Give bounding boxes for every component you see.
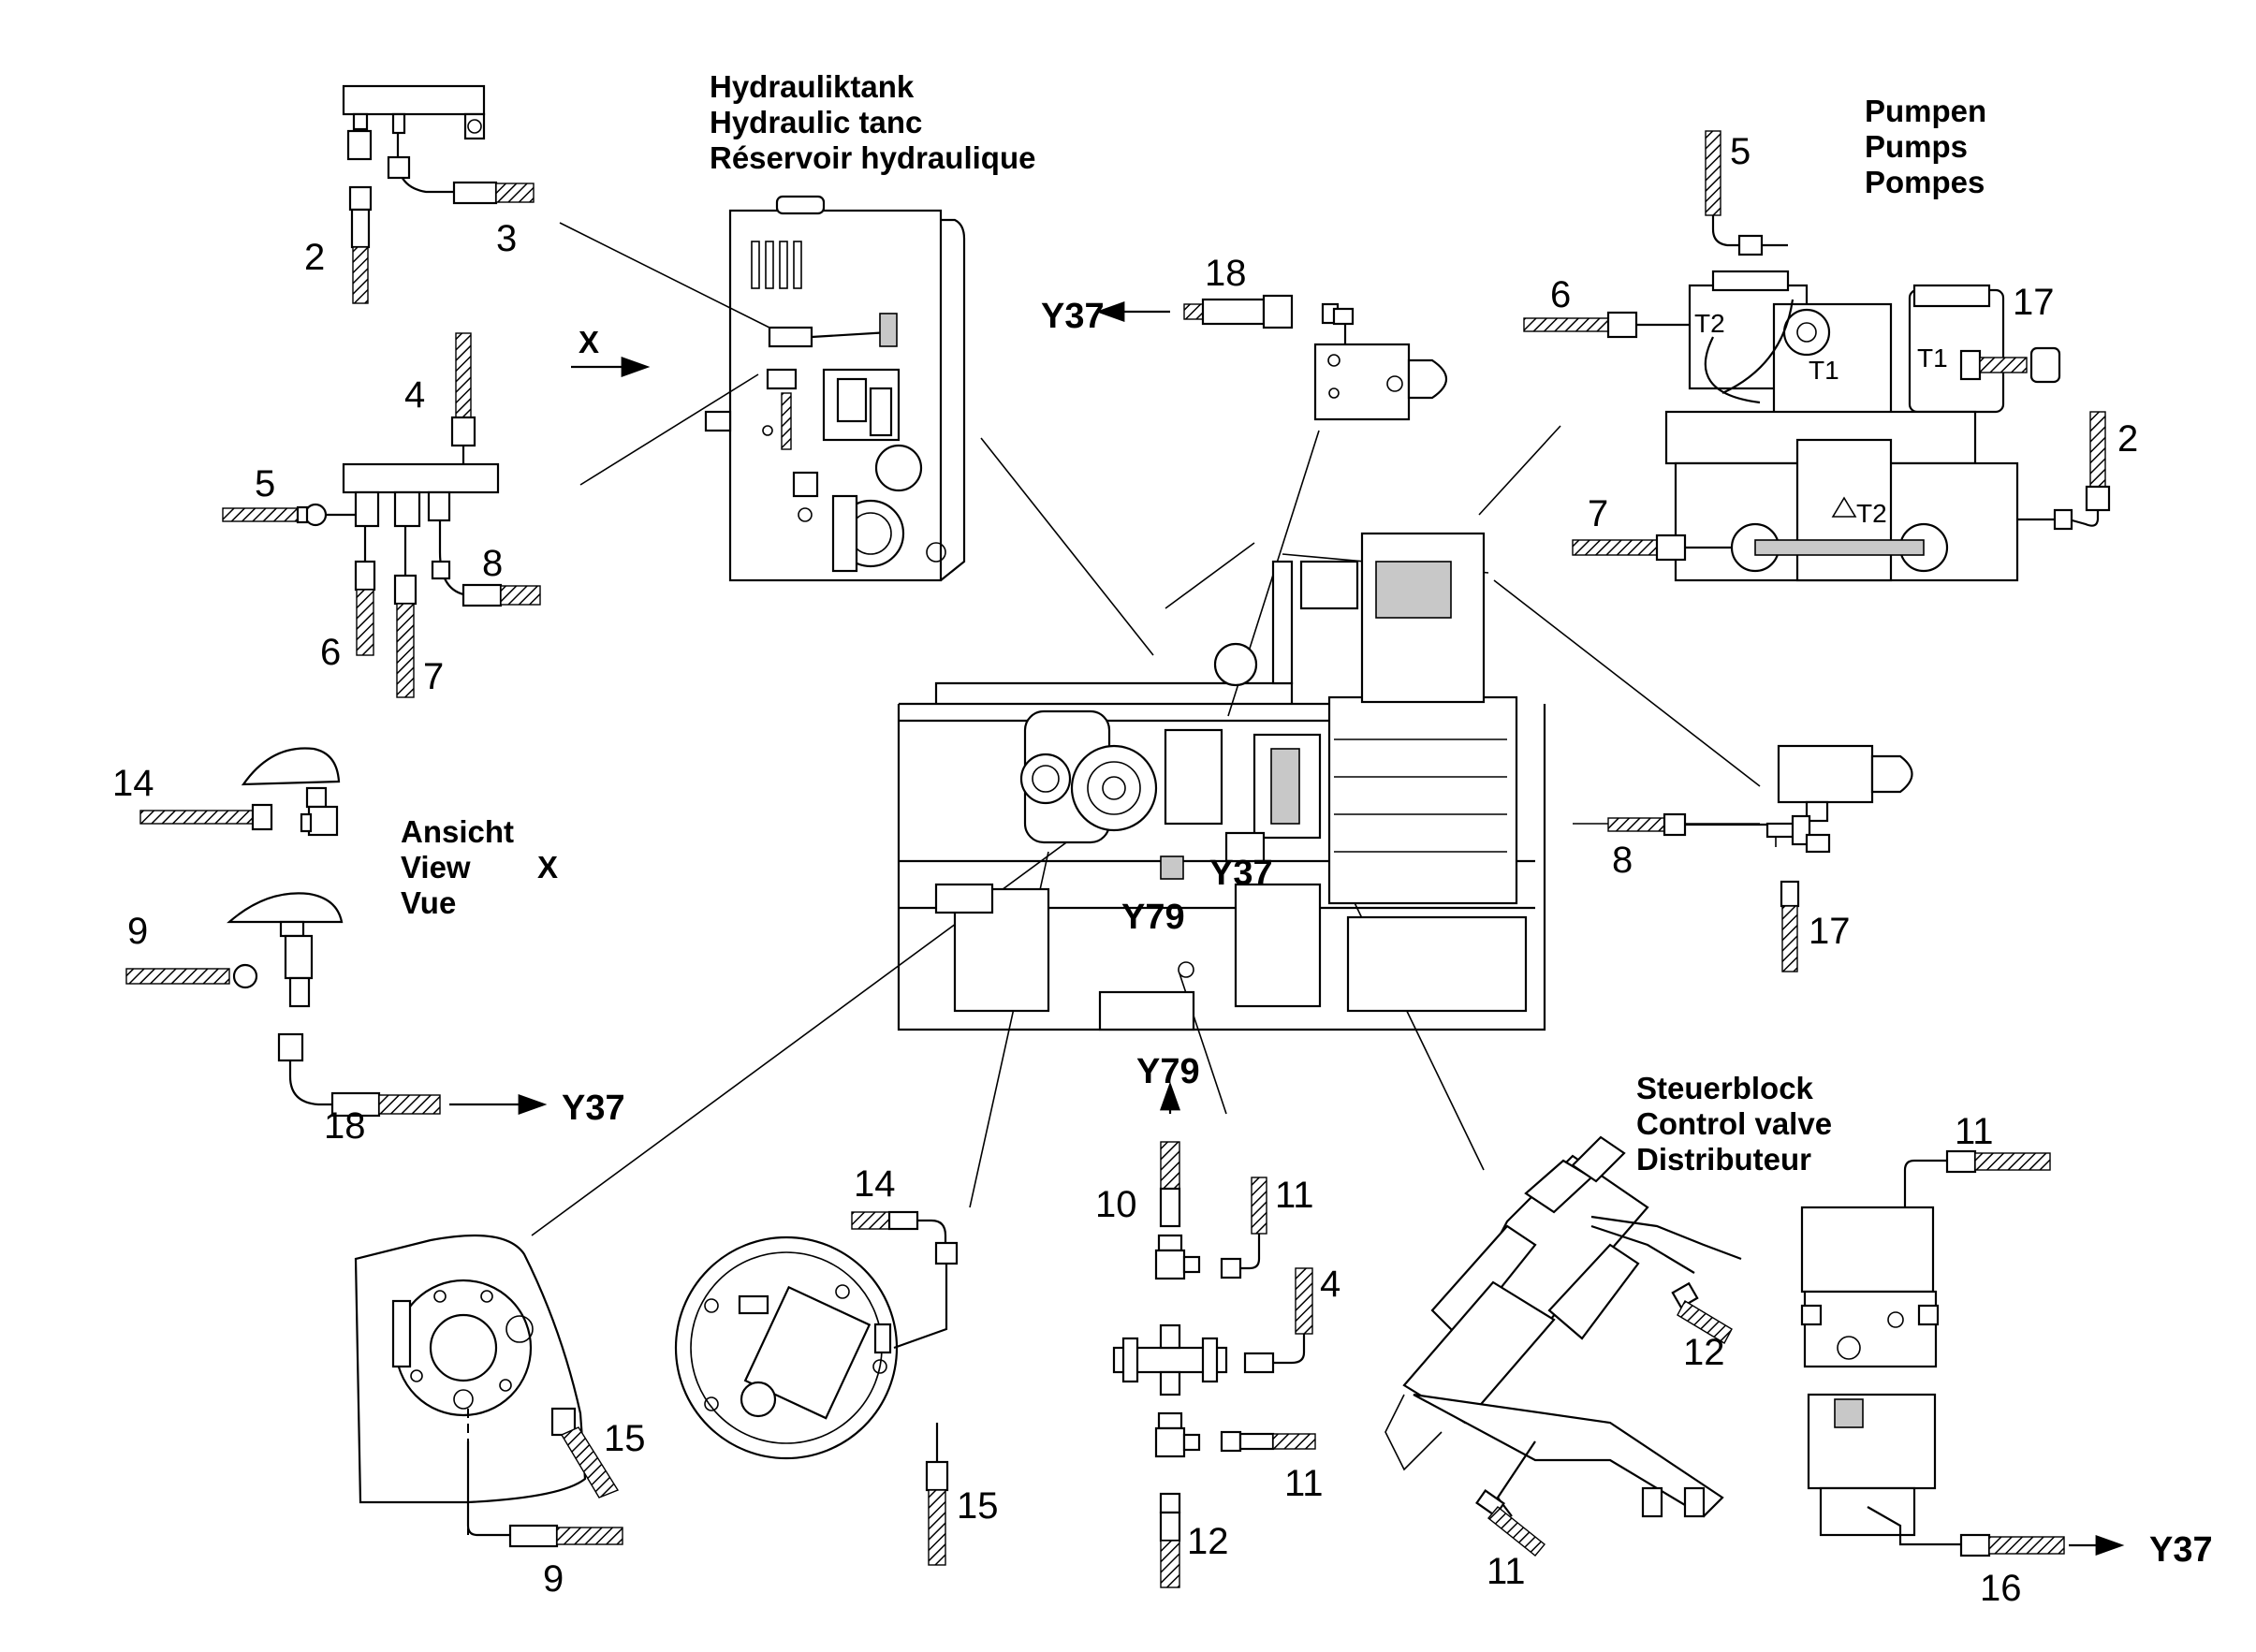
callout-11-block: 11 [1955,1111,1994,1152]
view-title-de: Ansicht [401,814,514,849]
manifold-top-group [342,84,535,304]
callout-2-left: 2 [304,237,325,278]
part-number-callouts: 2 3 4 5 8 6 7 18 5 6 17 2 7 8 17 14 9 18… [112,131,2138,1609]
callout-7-right: 7 [1588,493,1608,534]
callout-9-left: 9 [127,911,148,952]
callout-10: 10 [1095,1184,1137,1225]
pump-marks: T2 T1 T1 T2 [1694,309,1948,528]
pumps-title-de: Pumpen [1865,94,1986,128]
control-title-en: Control valve [1636,1106,1832,1141]
hydraulic-tank [704,195,966,582]
tank-title-fr: Réservoir hydraulique [710,140,1035,175]
pumps-title-en: Pumps [1865,129,1968,164]
ref-y79-center: Y79 [1121,898,1185,937]
mark-t1-right: T1 [1917,344,1948,373]
callout-18-top: 18 [1205,253,1247,294]
control-title-de: Steuerblock [1636,1071,1814,1105]
callout-12-valve: 12 [1683,1332,1725,1373]
view-x-arrow-label: X [579,325,599,359]
callout-12-fittings: 12 [1187,1521,1229,1562]
manifold-bottom-group [222,332,541,698]
callout-15-left: 15 [604,1418,646,1459]
fittings-group [1112,1081,1316,1588]
control-valve [1384,1135,1742,1557]
callout-11-fittings-top: 11 [1275,1175,1314,1216]
callout-16: 16 [1980,1568,2022,1609]
tank-title-en: Hydraulic tanc [710,105,922,139]
y-references: Y37 Y37 Y79 Y79 Y37 Y37 [562,297,2213,1570]
motor-left [354,1234,623,1548]
callout-14-bottom: 14 [854,1163,896,1205]
solenoid-valve-y37-right [1607,744,1913,972]
control-title-fr: Distributeur [1636,1142,1811,1177]
callout-4-bottom: 4 [1320,1264,1340,1305]
callout-18-left: 18 [324,1105,366,1147]
callout-15-right: 15 [957,1485,999,1527]
callout-17-right: 17 [1809,911,1851,952]
callout-7-left: 7 [423,656,444,697]
callout-6-left: 6 [320,632,341,673]
callout-4-left: 4 [404,374,425,416]
callout-5-left: 5 [255,463,275,504]
callout-5-right: 5 [1730,131,1751,172]
ref-y37-left: Y37 [562,1089,625,1128]
central-machine [897,532,1546,1031]
view-title-en: View [401,850,471,884]
control-valve-title: Steuerblock Control valve Distributeur [1636,1071,1832,1177]
callout-8-left: 8 [482,543,503,584]
control-block-right [1800,1149,2125,1557]
pumps-assembly [1523,130,2111,582]
pumps-title: Pumpen Pumps Pompes [1865,94,1986,199]
view-title-fr: Vue [401,885,456,920]
motor-right [674,1210,959,1566]
mark-t2-lower: T2 [1856,499,1887,528]
callout-8-right: 8 [1612,840,1633,881]
view-title: Ansicht View Vue X [401,814,558,920]
callout-2-right: 2 [2117,418,2138,460]
ref-y37-right: Y37 [2149,1530,2213,1570]
callout-9-bottom: 9 [543,1558,564,1600]
mark-t2-upper: T2 [1694,309,1725,338]
pumps-title-fr: Pompes [1865,165,1985,199]
callout-11-fittings-bottom: 11 [1284,1463,1324,1504]
callout-6-right: 6 [1550,274,1571,315]
tank-title-de: Hydrauliktank [710,69,915,104]
view-title-letter: X [537,850,558,884]
mark-t1-left: T1 [1809,356,1839,385]
solenoid-valve-y37-top [1095,294,1448,421]
callout-3: 3 [496,218,517,259]
callout-14-left: 14 [112,763,154,804]
callout-17-top: 17 [2013,282,2055,323]
callout-11-valve: 11 [1487,1551,1526,1592]
view-x-parts [125,747,548,1118]
tank-title: Hydrauliktank Hydraulic tanc Réservoir h… [710,69,1035,175]
ref-y37-center: Y37 [1209,854,1273,893]
view-x-arrow: X [571,325,651,377]
ref-y37-top: Y37 [1041,297,1105,336]
ref-y79-bottom: Y79 [1136,1052,1200,1091]
